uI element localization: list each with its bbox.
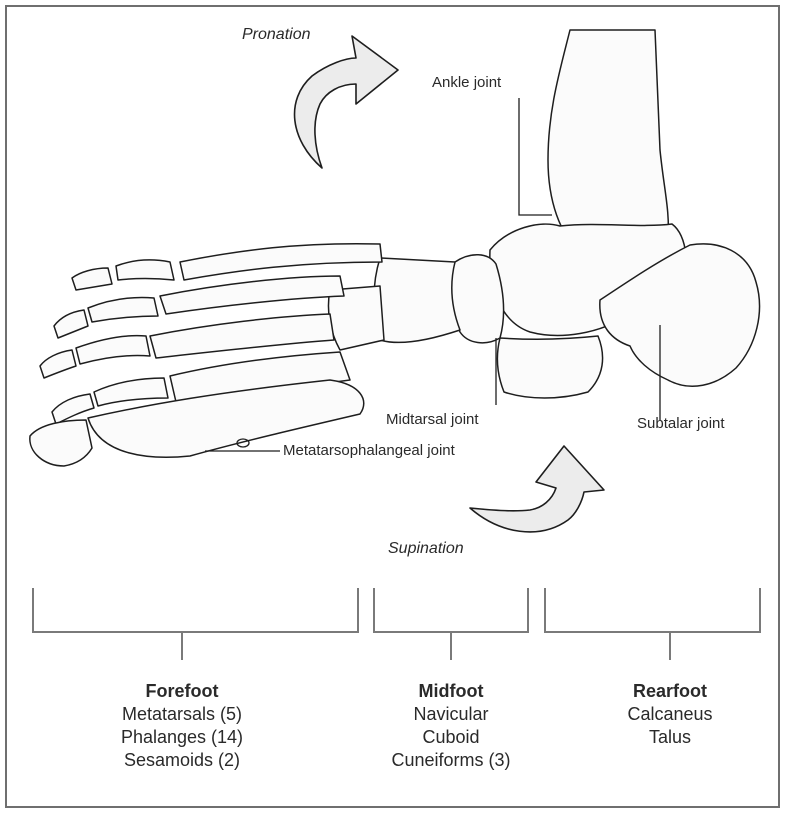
phalanx-bone — [72, 268, 112, 290]
group-item: Sesamoids (2) — [72, 749, 292, 772]
subtalar-joint-label: Subtalar joint — [637, 415, 725, 432]
midfoot-group: Midfoot Navicular Cuboid Cuneiforms (3) — [356, 680, 546, 772]
phalanx-bone — [30, 420, 92, 466]
pronation-arrow — [295, 36, 398, 168]
cuboid-bone — [497, 336, 602, 398]
mtp-joint-label: Metatarsophalangeal joint — [283, 442, 455, 459]
group-item: Metatarsals (5) — [72, 703, 292, 726]
tibia-bone — [548, 30, 668, 258]
phalanx-bone — [116, 260, 174, 280]
group-item: Phalanges (14) — [72, 726, 292, 749]
forefoot-group: Forefoot Metatarsals (5) Phalanges (14) … — [72, 680, 292, 772]
pronation-label: Pronation — [242, 26, 311, 44]
group-item: Navicular — [356, 703, 546, 726]
cuneiform-bone — [374, 258, 460, 342]
metatarsal-bone — [150, 314, 334, 358]
metatarsal-bone — [160, 276, 344, 314]
phalanx-bone — [54, 310, 88, 338]
group-title: Forefoot — [72, 680, 292, 703]
group-item: Cuneiforms (3) — [356, 749, 546, 772]
midtarsal-joint-label: Midtarsal joint — [386, 411, 479, 428]
phalanx-bone — [40, 350, 76, 378]
phalanx-bone — [94, 378, 168, 406]
phalanx-bone — [76, 336, 150, 364]
rearfoot-group: Rearfoot Calcaneus Talus — [590, 680, 750, 749]
ankle-joint-leader — [519, 98, 552, 215]
rearfoot-bracket — [545, 588, 760, 632]
supination-arrow — [470, 446, 604, 532]
midfoot-bracket — [374, 588, 528, 632]
metatarsal-bone — [180, 244, 382, 280]
phalanx-bone — [88, 297, 158, 322]
group-item: Calcaneus — [590, 703, 750, 726]
supination-label: Supination — [388, 540, 464, 558]
ankle-joint-label: Ankle joint — [432, 74, 501, 91]
group-title: Rearfoot — [590, 680, 750, 703]
group-title: Midfoot — [356, 680, 546, 703]
phalanx-bone — [52, 394, 94, 424]
forefoot-bracket — [33, 588, 358, 632]
group-item: Cuboid — [356, 726, 546, 749]
group-item: Talus — [590, 726, 750, 749]
